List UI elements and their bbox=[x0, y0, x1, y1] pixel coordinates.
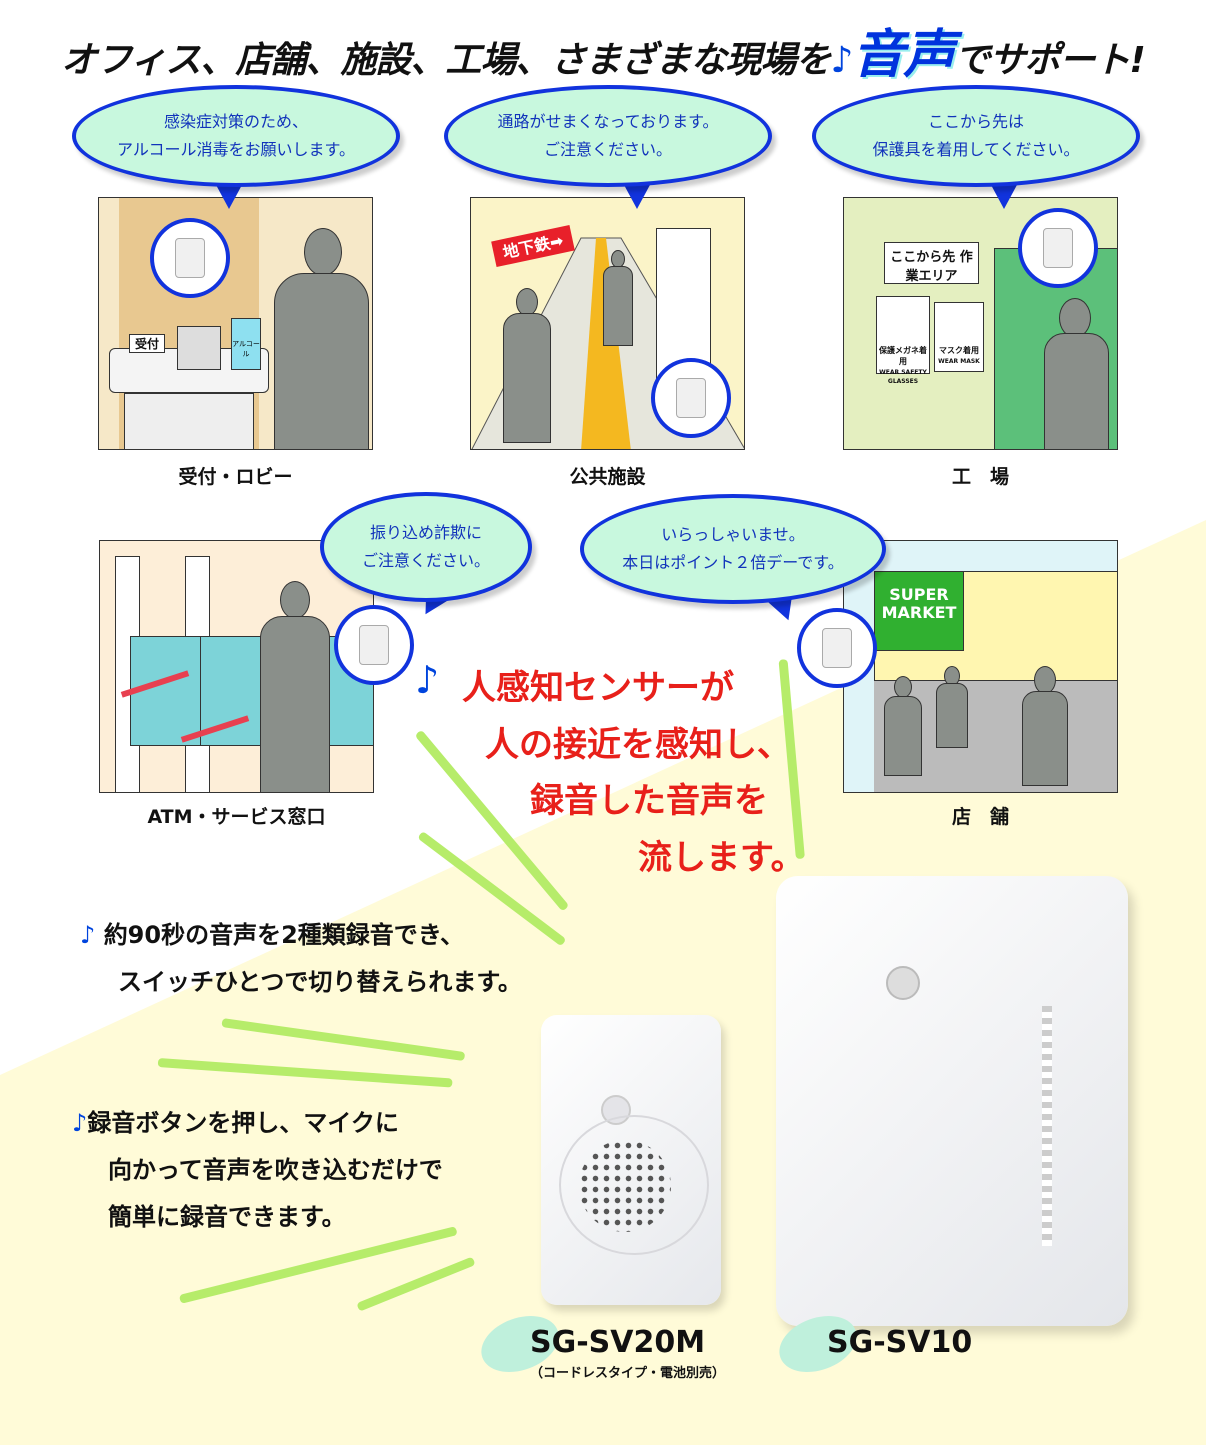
bubble-tail bbox=[623, 183, 651, 209]
speaker-device-icon bbox=[150, 218, 230, 298]
speaker-device-icon bbox=[797, 608, 877, 688]
work-area-sign: ここから先 作業エリア bbox=[884, 242, 979, 284]
speech-bubble-atm: 振り込め詐欺にご注意ください。 bbox=[320, 492, 532, 602]
feature-easy-recording: ♪録音ボタンを押し、マイクに向かって音声を吹き込むだけで簡単に録音できます。 bbox=[72, 1109, 443, 1231]
product-sg-sv10-image bbox=[776, 876, 1128, 1326]
music-note-icon: ♪ bbox=[830, 40, 853, 81]
headline: オフィス、店舗、施設、工場、さまざまな現場を♪音声でサポート! bbox=[61, 25, 1146, 85]
scene-label: 工 場 bbox=[951, 466, 1009, 488]
model-name: SG-SV10 bbox=[827, 1325, 973, 1360]
model-note: （コードレスタイプ・電池別売） bbox=[530, 1366, 726, 1381]
speaker-device-icon bbox=[1018, 208, 1098, 288]
sensor-text-line: 録音した音声を bbox=[530, 781, 768, 821]
speech-bubble-public-facility: 通路がせまくなっております。ご注意ください。 bbox=[444, 85, 772, 187]
sensor-text-line: 人感知センサーが bbox=[462, 668, 734, 708]
scene-label: 店 舗 bbox=[951, 806, 1009, 828]
speaker-device-icon bbox=[334, 605, 414, 685]
sensor-text-line: 流します。 bbox=[638, 838, 805, 878]
scene-label: ATM・サービス窓口 bbox=[147, 806, 326, 828]
bubble-tail bbox=[990, 183, 1018, 209]
music-note-icon: ♪ bbox=[72, 1109, 88, 1137]
scene-label: 公共施設 bbox=[569, 466, 646, 488]
music-note-icon: ♪ bbox=[80, 921, 96, 949]
speech-bubble-store: いらっしゃいませ。本日はポイント２倍デーです。 bbox=[580, 494, 886, 604]
speech-bubble-reception: 感染症対策のため、アルコール消毒をお願いします。 bbox=[72, 85, 400, 187]
speech-bubble-factory: ここから先は保護具を着用してください。 bbox=[812, 85, 1140, 187]
music-note-icon: ♪ bbox=[415, 658, 440, 702]
feature-recording-time: ♪ 約90秒の音声を2種類録音でき、スイッチひとつで切り替えられます。 bbox=[80, 921, 522, 996]
bubble-tail bbox=[215, 183, 243, 209]
sensor-text-line: 人の接近を感知し、 bbox=[485, 725, 791, 765]
reception-sign: 受付 bbox=[129, 334, 165, 353]
product-sg-sv20m-image bbox=[541, 1015, 721, 1305]
speaker-device-icon bbox=[651, 358, 731, 438]
scene-label: 受付・ロビー bbox=[178, 466, 293, 488]
model-name: SG-SV20M bbox=[530, 1325, 706, 1360]
scene-reception-illustration: 受付 アルコール bbox=[98, 197, 373, 450]
alcohol-bottle: アルコール bbox=[231, 318, 261, 370]
scene-atm-illustration bbox=[99, 540, 374, 793]
